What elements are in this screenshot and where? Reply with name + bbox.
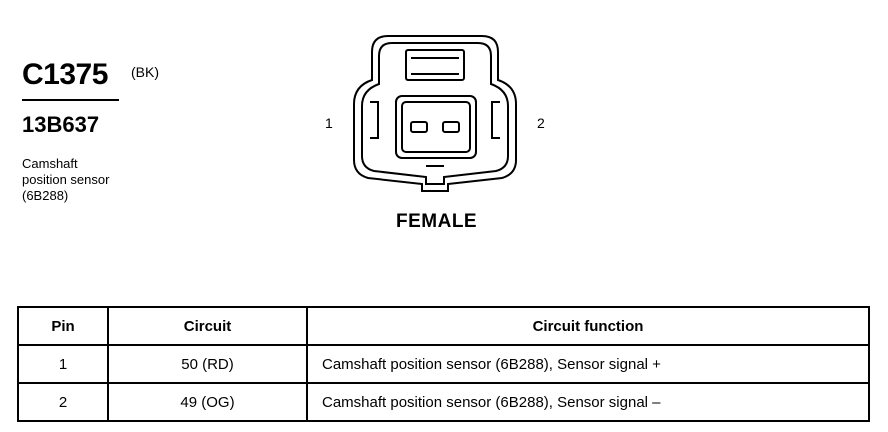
pin-2-label: 2 <box>537 115 545 131</box>
description-line: (6B288) <box>22 188 69 203</box>
description-line: Camshaft <box>22 156 78 171</box>
pin-cavity-1 <box>410 121 428 133</box>
circuit-cell: 49 (OG) <box>107 382 308 422</box>
pin-1-label: 1 <box>325 115 333 131</box>
connector-gender: FEMALE <box>396 211 478 232</box>
function-cell: Camshaft position sensor (6B288), Sensor… <box>306 382 870 422</box>
cavity-housing <box>395 95 477 159</box>
description-line: position sensor <box>22 172 110 187</box>
part-number: 13B637 <box>22 112 100 137</box>
header-pin: Pin <box>17 306 109 346</box>
header-circuit: Circuit <box>107 306 308 346</box>
color-code: (BK) <box>131 64 159 80</box>
pinout-table: Pin Circuit Circuit function 1 50 (RD) C… <box>17 306 870 422</box>
table-header-row: Pin Circuit Circuit function <box>17 306 870 346</box>
id-underline <box>22 99 119 101</box>
connector-id: C1375 <box>22 58 108 91</box>
connector-outer-shell <box>353 35 517 192</box>
table-row: 2 49 (OG) Camshaft position sensor (6B28… <box>17 382 870 422</box>
cavity-housing-inner <box>401 101 471 153</box>
connector-inner-shell <box>361 42 509 185</box>
pin-cell: 1 <box>17 344 109 384</box>
locking-tab <box>405 49 465 81</box>
connector-face-diagram <box>353 35 517 192</box>
left-key-rib <box>370 101 379 139</box>
pin-cell: 2 <box>17 382 109 422</box>
function-cell: Camshaft position sensor (6B288), Sensor… <box>306 344 870 384</box>
circuit-cell: 50 (RD) <box>107 344 308 384</box>
right-key-rib <box>491 101 500 139</box>
pin-cavity-2 <box>442 121 460 133</box>
header-circuit-function: Circuit function <box>306 306 870 346</box>
table-row: 1 50 (RD) Camshaft position sensor (6B28… <box>17 344 870 384</box>
description: Camshaft position sensor (6B288) <box>22 156 109 204</box>
